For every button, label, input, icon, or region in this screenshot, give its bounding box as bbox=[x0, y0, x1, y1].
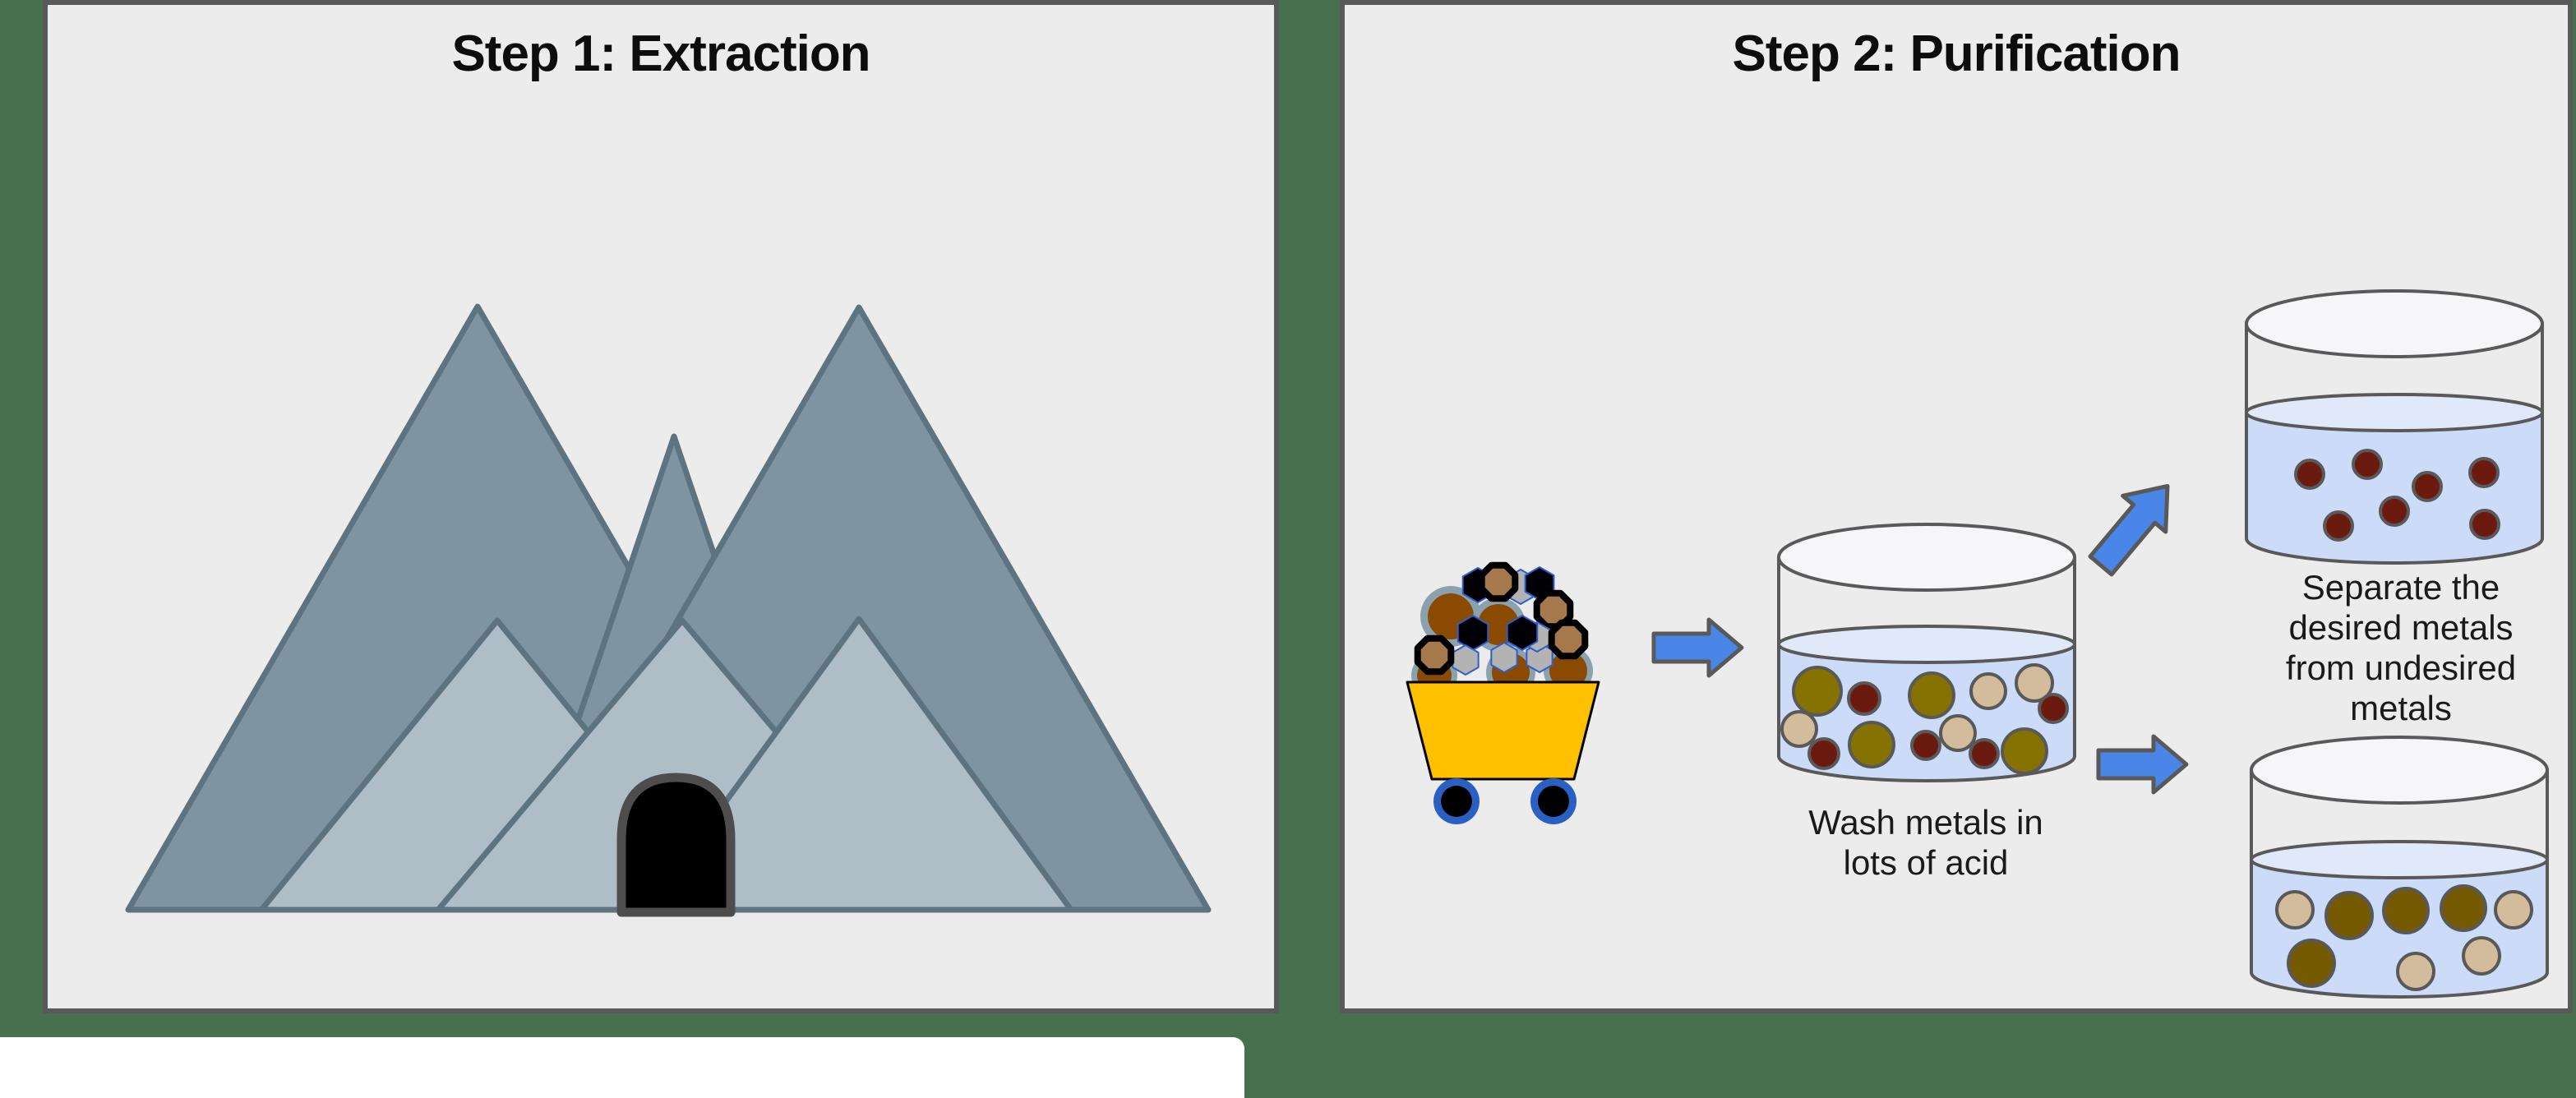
ore-pile bbox=[1411, 561, 1593, 699]
beaker-undesired-metals bbox=[2250, 736, 2549, 999]
wash-caption: Wash metals in lots of acid bbox=[1808, 803, 2043, 882]
foreground-window-strip bbox=[0, 1037, 1244, 1098]
arrow-up-right-icon bbox=[2088, 483, 2170, 577]
ore-cart-icon bbox=[1406, 680, 1600, 824]
arrow-right-icon bbox=[1651, 617, 1744, 678]
beaker-acid-wash bbox=[1777, 523, 2076, 782]
metal-dots bbox=[2275, 884, 2533, 991]
step2-title: Step 2: Purification bbox=[1732, 25, 2181, 82]
beaker-desired-metals bbox=[2245, 289, 2544, 565]
purification-illustration bbox=[1406, 289, 2549, 999]
arrow-right-icon bbox=[2096, 734, 2189, 795]
mine-entrance-icon bbox=[616, 773, 736, 917]
extraction-illustration bbox=[125, 303, 1212, 917]
mountain-range bbox=[125, 303, 1212, 917]
mountain-front-right bbox=[644, 616, 1074, 913]
ore-chunk-icon bbox=[1478, 561, 1519, 602]
metal-dots bbox=[2294, 449, 2500, 542]
separate-caption: Separate the desired metals from undesir… bbox=[2285, 568, 2517, 727]
metal-dots bbox=[1780, 663, 2069, 775]
step1-title: Step 1: Extraction bbox=[451, 25, 870, 82]
